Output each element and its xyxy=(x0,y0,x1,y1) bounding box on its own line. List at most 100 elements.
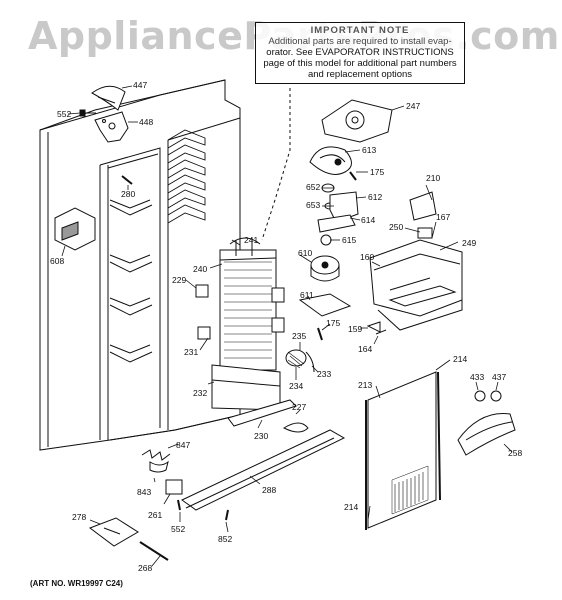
callout-258: 258 xyxy=(508,448,523,458)
callout-447: 447 xyxy=(133,80,148,90)
part-447 xyxy=(91,85,126,111)
callout-653: 653 xyxy=(306,200,321,210)
callout-250: 250 xyxy=(389,222,404,232)
shelf-ribs xyxy=(167,129,206,224)
callout-247: 247 xyxy=(406,101,421,111)
callout-233: 233 xyxy=(317,369,332,379)
fan-blade-613 xyxy=(309,146,352,175)
callout-241: 241 xyxy=(244,235,259,245)
clip-right-a xyxy=(271,287,285,303)
callout-610: 610 xyxy=(298,248,313,258)
callout-234: 234 xyxy=(289,381,304,391)
callout-614: 614 xyxy=(361,215,376,225)
part-234 xyxy=(285,349,315,373)
part-615 xyxy=(320,234,332,246)
part-611 xyxy=(298,293,352,317)
callout-852: 852 xyxy=(218,534,233,544)
socket-433 xyxy=(474,390,486,402)
gasket-214b xyxy=(437,371,441,501)
callout-615: 615 xyxy=(342,235,357,245)
bulb-437 xyxy=(490,390,502,402)
light-cover-258 xyxy=(457,413,516,456)
callout-249: 249 xyxy=(462,238,477,248)
screw-175b xyxy=(317,327,323,341)
callout-210: 210 xyxy=(426,173,441,183)
duct-assembly xyxy=(369,239,463,331)
callout-552a: 552 xyxy=(57,109,72,119)
part-231 xyxy=(197,326,211,340)
door-rails xyxy=(109,199,153,363)
part-608 xyxy=(54,207,96,251)
callout-608: 608 xyxy=(50,256,65,266)
note-line-3: orator. See EVAPORATOR INSTRUCTIONS xyxy=(266,47,454,58)
part-261 xyxy=(165,479,183,495)
callout-175a: 175 xyxy=(370,167,385,177)
part-843 xyxy=(149,460,169,473)
callout-268: 268 xyxy=(138,563,153,573)
callout-230: 230 xyxy=(254,431,269,441)
part-164 xyxy=(375,329,387,335)
callout-843: 843 xyxy=(137,487,152,497)
callout-433: 433 xyxy=(470,372,485,382)
callout-448: 448 xyxy=(139,117,154,127)
callout-611: 611 xyxy=(300,290,314,300)
channel-288 xyxy=(181,429,346,511)
callout-164: 164 xyxy=(358,344,373,354)
callout-214a: 214 xyxy=(453,354,468,364)
note-heading: IMPORTANT NOTE xyxy=(310,25,410,36)
callout-613: 613 xyxy=(362,145,377,155)
part-448 xyxy=(94,111,129,143)
callout-231: 231 xyxy=(184,347,199,357)
callout-213: 213 xyxy=(358,380,373,390)
part-847 xyxy=(141,449,171,461)
callout-175b: 175 xyxy=(326,318,341,328)
part-227 xyxy=(282,422,309,433)
screw-552b xyxy=(177,499,181,511)
part-159 xyxy=(366,321,381,333)
callout-214b: 214 xyxy=(344,502,359,512)
callout-288: 288 xyxy=(262,485,277,495)
part-247 xyxy=(321,99,393,143)
part-852 xyxy=(225,509,229,521)
important-note-box: IMPORTANT NOTE Additional parts are requ… xyxy=(255,22,465,84)
rod-268 xyxy=(139,541,169,561)
callout-167: 167 xyxy=(436,212,451,222)
motor-610 xyxy=(310,255,340,282)
callout-227: 227 xyxy=(292,402,307,412)
part-250 xyxy=(417,227,433,239)
part-614 xyxy=(317,214,356,233)
callout-652: 652 xyxy=(306,182,321,192)
callout-159: 159 xyxy=(348,324,363,334)
leader-lines xyxy=(61,85,513,567)
callout-235: 235 xyxy=(292,331,307,341)
note-line-2: Additional parts are required to install… xyxy=(268,36,452,47)
callout-229: 229 xyxy=(172,275,187,285)
callout-261: 261 xyxy=(148,510,163,520)
part-232 xyxy=(211,364,281,411)
callout-552b: 552 xyxy=(171,524,186,534)
callout-612: 612 xyxy=(368,192,383,202)
note-line-4: page of this model for additional part n… xyxy=(263,58,457,69)
clip-right-b xyxy=(271,317,285,333)
evaporator xyxy=(219,237,277,371)
callout-232: 232 xyxy=(193,388,208,398)
part-229 xyxy=(195,284,209,298)
callout-847: 847 xyxy=(176,440,191,450)
notice-leader xyxy=(261,88,291,241)
part-280 xyxy=(121,175,133,185)
part-210 xyxy=(409,191,437,221)
callout-278: 278 xyxy=(72,512,87,522)
callout-280: 280 xyxy=(121,189,136,199)
callout-160: 160 xyxy=(360,252,375,262)
callout-437: 437 xyxy=(492,372,507,382)
note-line-5: and replacement options xyxy=(307,69,413,80)
art-number: (ART NO. WR19997 C24) xyxy=(30,579,123,588)
screw-175a xyxy=(349,171,357,181)
callout-240: 240 xyxy=(193,264,208,274)
panel-213 xyxy=(367,371,437,529)
part-230 xyxy=(227,399,297,427)
part-278 xyxy=(88,517,139,547)
cabinet xyxy=(39,79,241,451)
